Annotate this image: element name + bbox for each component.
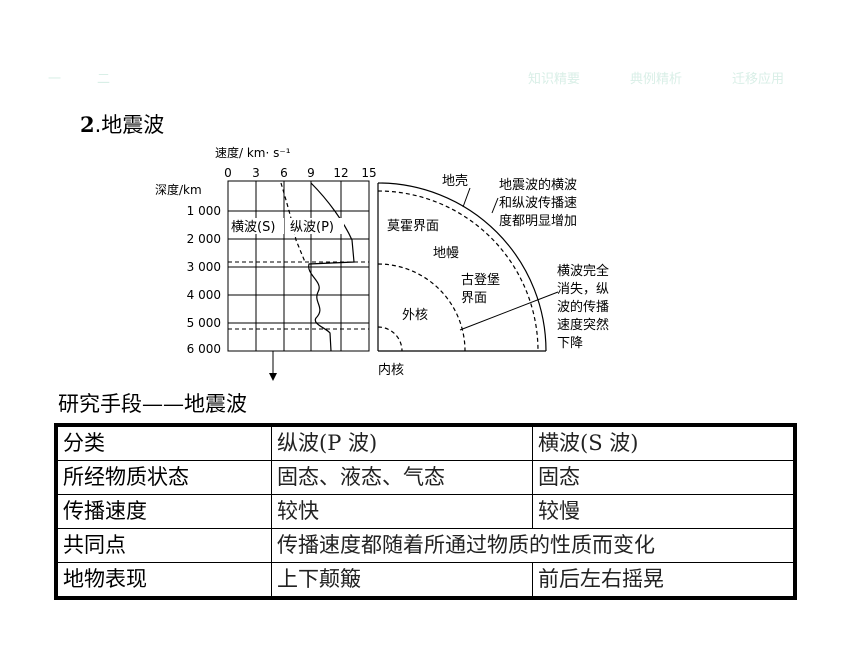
p-wave-label: 纵波(P) xyxy=(290,220,334,235)
table-row: 共同点 传播速度都随着所通过物质的性质而变化 xyxy=(55,528,796,563)
crust-leader xyxy=(462,187,471,208)
table-row: 所经物质状态 固态、液态、气态 固态 xyxy=(55,460,796,495)
s-wave-label: 横波(S) xyxy=(231,220,275,235)
table-cell: 上下颠簸 xyxy=(271,562,533,599)
wave-comparison-table: 分类 纵波(P 波) 横波(S 波) 所经物质状态 固态、液态、气态 固态 传播… xyxy=(54,423,797,600)
depth-arrow-head xyxy=(269,373,277,381)
table-row: 地物表现 上下颠簸 前后左右摇晃 xyxy=(55,562,796,599)
moho-note-line: 和纵波传播速 xyxy=(499,196,577,211)
table-cell: 所经物质状态 xyxy=(55,460,272,495)
table-cell: 分类 xyxy=(55,424,272,461)
seismic-wave-diagram: 速度/ km· s⁻¹ 0 3 6 9 12 15 深度/km 1 000 2 … xyxy=(155,145,609,381)
gutenberg-note-line: 下降 xyxy=(557,336,583,351)
table-cell: 传播速度都随着所通过物质的性质而变化 xyxy=(271,528,796,563)
gutenberg-note-line: 速度突然 xyxy=(557,317,609,333)
mantle-label: 地幔 xyxy=(433,246,459,261)
inner-core-label: 内核 xyxy=(378,362,404,378)
speed-tick: 12 xyxy=(333,166,348,180)
table-cell: 固态 xyxy=(532,460,796,495)
depth-tick: 6 000 xyxy=(187,342,221,356)
gutenberg-note-line: 横波完全 xyxy=(557,263,609,279)
nav-application[interactable]: 迁移应用 xyxy=(732,72,785,87)
s-wave-curve xyxy=(280,182,306,263)
table-cell: 纵波(P 波) xyxy=(271,424,533,461)
table-cell: 横波(S 波) xyxy=(532,424,796,461)
gutenberg-note-line: 消失，纵 xyxy=(557,282,609,297)
depth-tick: 3 000 xyxy=(187,260,221,274)
nav-examples[interactable]: 典例精析 xyxy=(630,72,683,87)
table-cell: 地物表现 xyxy=(55,562,272,599)
moho-note-line: 度都明显增加 xyxy=(499,213,577,229)
table-row: 传播速度 较快 较慢 xyxy=(55,494,796,529)
speed-tick: 9 xyxy=(307,166,315,180)
table-cell: 共同点 xyxy=(55,528,272,563)
section-title-text: .地震波 xyxy=(94,113,165,137)
moho-note-line: 地震波的横波 xyxy=(499,177,577,193)
speed-tick: 6 xyxy=(280,166,288,180)
nav-tab-1[interactable]: 一 xyxy=(48,72,62,87)
section-title: 2.地震波 xyxy=(80,109,164,139)
depth-axis-label: 深度/km xyxy=(155,182,202,197)
moho-note-leader xyxy=(491,197,499,214)
table-cell: 较慢 xyxy=(532,494,796,529)
table-cell: 传播速度 xyxy=(55,494,272,529)
depth-tick: 4 000 xyxy=(187,288,221,302)
nav-knowledge[interactable]: 知识精要 xyxy=(528,72,581,87)
speed-tick: 3 xyxy=(252,166,260,180)
gutenberg-note-leader xyxy=(459,291,559,331)
outer-core-label: 外核 xyxy=(402,308,428,323)
depth-tick: 5 000 xyxy=(187,316,221,330)
table-cell: 较快 xyxy=(271,494,533,529)
nav-tab-2[interactable]: 二 xyxy=(97,72,111,87)
gutenberg-label-2: 界面 xyxy=(461,291,487,306)
speed-tick: 15 xyxy=(361,166,376,180)
speed-tick: 0 xyxy=(224,166,232,180)
depth-tick: 1 000 xyxy=(187,204,221,218)
section-number: 2 xyxy=(80,112,95,137)
table-cell: 固态、液态、气态 xyxy=(271,460,533,495)
depth-tick: 2 000 xyxy=(187,232,221,246)
gutenberg-label-1: 古登堡 xyxy=(461,272,500,288)
speed-axis-label: 速度/ km· s⁻¹ xyxy=(215,145,291,160)
crust-label: 地壳 xyxy=(442,174,468,189)
table-cell: 前后左右摇晃 xyxy=(532,562,796,599)
gutenberg-note-line: 波的传播 xyxy=(557,299,609,315)
table-row: 分类 纵波(P 波) 横波(S 波) xyxy=(55,424,796,461)
moho-label: 莫霍界面 xyxy=(387,219,439,234)
earth-section xyxy=(377,182,547,352)
speed-depth-grid xyxy=(227,180,370,352)
research-method: 研究手段——地震波 xyxy=(58,392,247,416)
